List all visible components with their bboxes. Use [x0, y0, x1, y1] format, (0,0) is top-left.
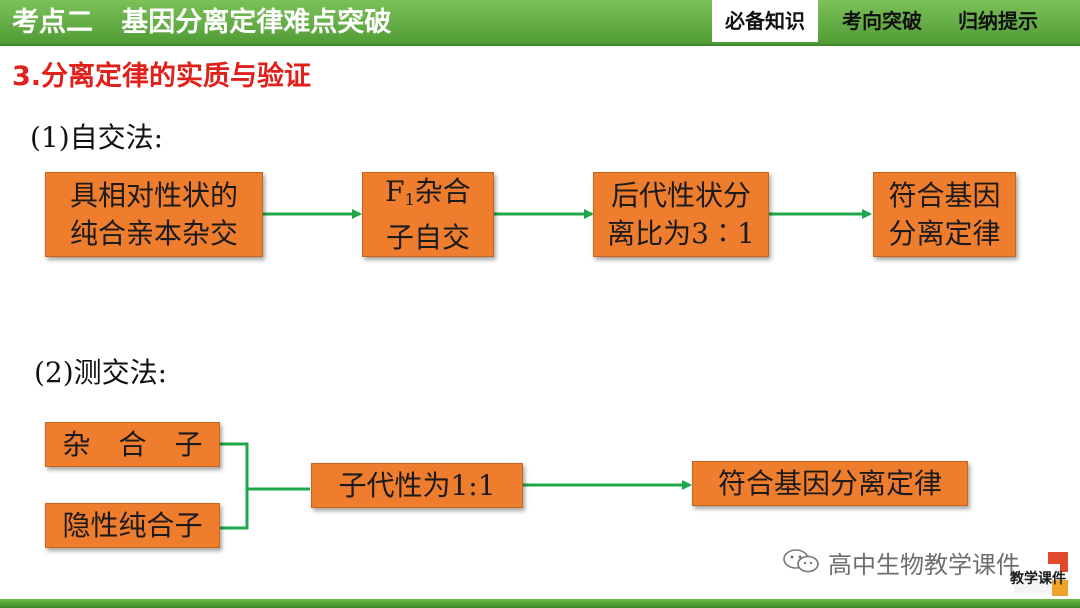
box-line: 子代性为1:1 — [338, 468, 496, 502]
box-line: 符合基因 — [888, 178, 1001, 212]
wechat-icon — [783, 549, 819, 573]
box-line: 纯合亲本杂交 — [69, 216, 238, 250]
flow-box-heterozygote: 杂 合 子 — [45, 422, 220, 467]
f1-suffix: 杂合 — [414, 174, 471, 208]
page-title: 考点二 基因分离定律难点突破 — [12, 7, 392, 38]
box-line: 子自交 — [385, 220, 470, 254]
section-title: 3.分离定律的实质与验证 — [12, 61, 312, 92]
header-bar: 考点二 基因分离定律难点突破 必备知识 考向突破 归纳提示 — [0, 0, 1080, 46]
box-line: 离比为3∶1 — [607, 216, 755, 250]
tab-exam-direction[interactable]: 考向突破 — [842, 9, 922, 33]
self-cross-title: (1)自交法: — [30, 121, 164, 154]
f1-subscript: 1 — [404, 189, 415, 209]
footer-bar — [0, 599, 1080, 608]
flow-box-recessive: 隐性纯合子 — [45, 503, 220, 548]
tab-summary-tips[interactable]: 归纳提示 — [958, 9, 1038, 33]
flow-box-test-conclusion: 符合基因分离定律 — [692, 461, 968, 506]
flow-box-conclusion: 符合基因 分离定律 — [873, 172, 1016, 257]
tab-required-knowledge[interactable]: 必备知识 — [712, 0, 818, 42]
f1-letter: F — [385, 174, 405, 208]
box-line: 后代性状分 — [610, 178, 751, 212]
box-line: 具相对性状的 — [69, 178, 238, 212]
logo-icon — [1014, 552, 1068, 596]
box-line: 隐性纯合子 — [62, 508, 203, 542]
logo-text: 教学课件 — [1010, 571, 1066, 587]
flow-box-ratio: 后代性状分 离比为3∶1 — [593, 172, 769, 257]
box-line: F1杂合 — [385, 173, 471, 219]
flow-box-f1-selfing: F1杂合 子自交 — [362, 172, 494, 257]
flow-box-parent-cross: 具相对性状的 纯合亲本杂交 — [45, 172, 263, 257]
header-divider — [0, 44, 1080, 46]
test-cross-title: (2)测交法: — [34, 356, 168, 389]
flow-box-offspring-ratio: 子代性为1:1 — [311, 463, 523, 508]
watermark-text: 高中生物教学课件 — [828, 551, 1020, 579]
box-line: 杂 合 子 — [62, 427, 203, 461]
box-line: 符合基因分离定律 — [717, 466, 942, 500]
bracket-inputs — [220, 442, 249, 530]
box-line: 分离定律 — [888, 216, 1001, 250]
